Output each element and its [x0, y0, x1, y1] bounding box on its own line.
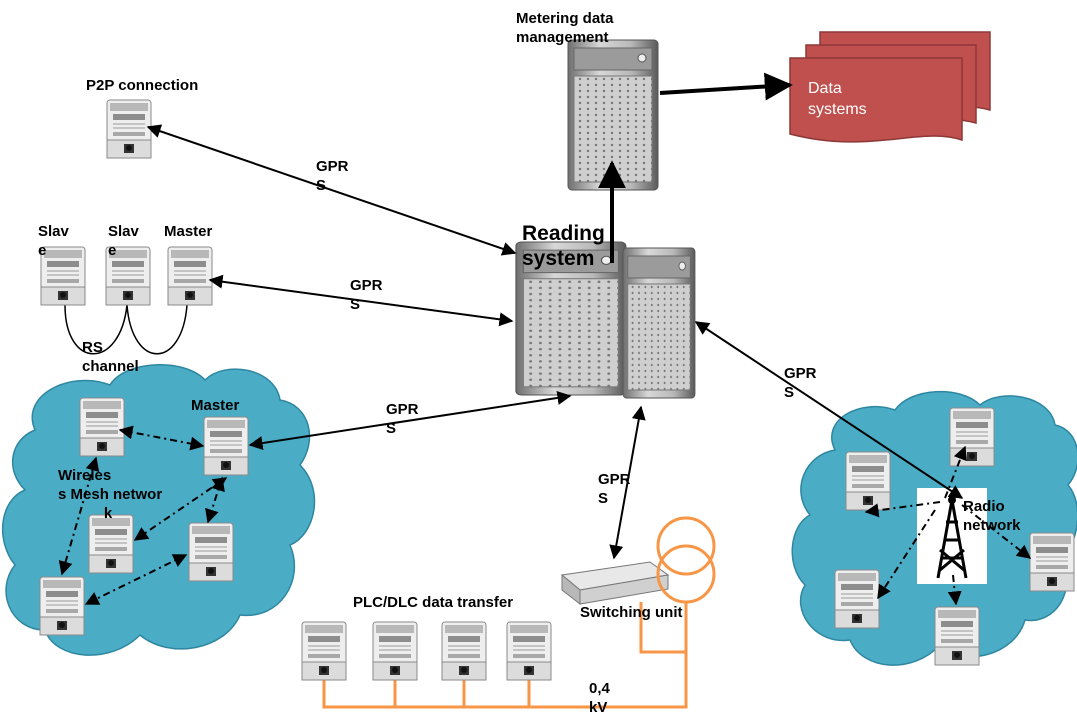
label-gprs-1: GPR S — [316, 158, 349, 194]
switching-unit-icon — [560, 561, 670, 606]
meter-radio-2-icon — [845, 451, 891, 511]
label-plc-dlc: PLC/DLC data transfer — [353, 594, 514, 611]
transformer-coil-top — [656, 516, 716, 576]
label-gprs-4: GPR S — [784, 365, 817, 401]
label-p2p-connection: P2P connection — [86, 77, 199, 94]
radio-link-5 — [947, 574, 962, 606]
mesh-link-1 — [118, 425, 205, 451]
label-slave-1: Slav e — [38, 223, 69, 259]
label-wireless-mesh: Wireles s Mesh networ k — [58, 467, 163, 522]
meter-radio-5-icon — [934, 606, 980, 666]
link-mesh-master — [248, 390, 572, 451]
label-gprs-3: GPR S — [386, 401, 419, 437]
label-data-systems: Data systems — [808, 80, 867, 118]
label-metering-data-management: Metering data management — [516, 10, 614, 46]
link-metering-to-data-systems — [659, 72, 793, 101]
meter-plc-3-icon — [441, 621, 487, 681]
label-reading-system: Reading system — [522, 222, 605, 271]
label-rs-channel: RS channel — [82, 339, 139, 375]
meter-radio-1-icon — [949, 407, 995, 467]
meter-radio-3-icon — [1029, 532, 1075, 592]
link-p2p — [146, 124, 517, 256]
link-switching-unit — [609, 405, 646, 560]
data-systems-icon — [789, 31, 991, 143]
meter-plc-2-icon — [372, 621, 418, 681]
mesh-link-2 — [58, 456, 100, 576]
meter-mesh-3-icon — [188, 522, 234, 582]
mesh-link-4 — [205, 476, 225, 524]
meter-mesh-1-icon — [79, 397, 125, 457]
meter-plc-4-icon — [506, 621, 552, 681]
reading-server-right-icon — [622, 247, 696, 399]
mesh-link-5 — [84, 554, 188, 605]
power-line — [322, 602, 688, 709]
radio-link-4 — [877, 509, 936, 600]
radio-link-2 — [864, 501, 941, 518]
label-switching-unit: Switching unit — [580, 604, 683, 621]
label-master-2: Master — [191, 397, 240, 414]
label-gprs-2: GPR S — [350, 277, 383, 313]
label-slave-2: Slav e — [108, 223, 139, 259]
meter-master-row-icon — [167, 246, 213, 306]
meter-radio-4-icon — [834, 569, 880, 629]
label-radio-network: Radio network — [963, 498, 1021, 534]
label-gprs-5: GPR S — [598, 471, 631, 507]
link-rs-master — [208, 274, 514, 327]
label-voltage: 0,4 kV — [589, 680, 610, 716]
radio-link-1 — [944, 445, 967, 499]
meter-plc-1-icon — [301, 621, 347, 681]
meter-mesh-master-icon — [203, 416, 249, 476]
meter-mesh-2-icon — [88, 514, 134, 574]
meter-mesh-4-icon — [39, 576, 85, 636]
meter-p2p-icon — [106, 99, 152, 159]
label-master-1: Master — [164, 223, 213, 240]
radio-link-3 — [961, 504, 1032, 559]
link-radio-network — [694, 321, 964, 499]
